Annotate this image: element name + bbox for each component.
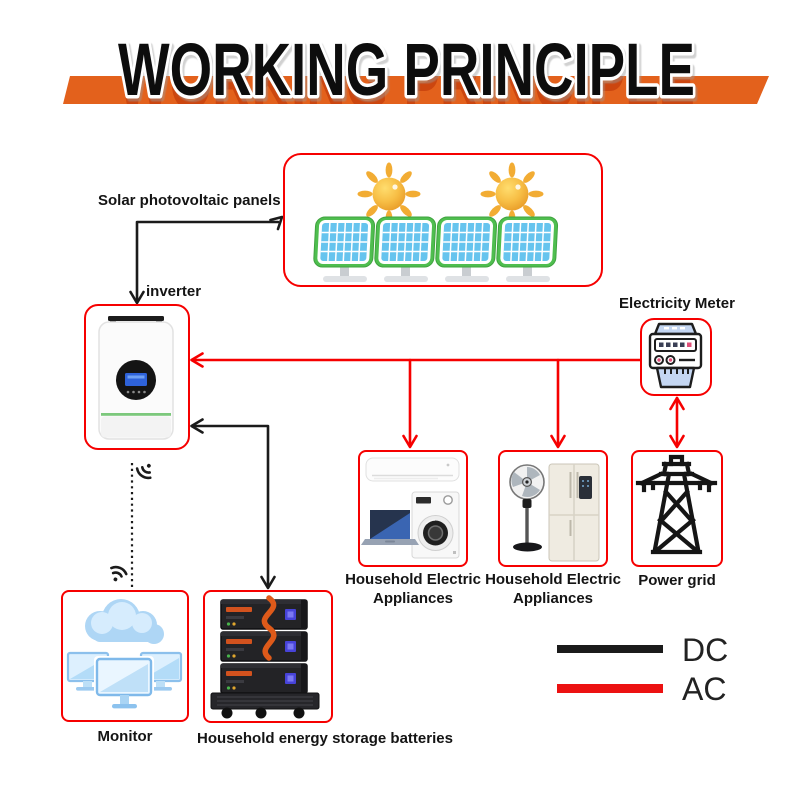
inverter-box (84, 304, 190, 450)
sun-icon (357, 162, 421, 226)
appliances-label-2: Household Electric Appliances (485, 570, 621, 608)
power-grid-tower-icon (635, 454, 718, 555)
appliances-label-1: Household Electric Appliances (345, 570, 481, 608)
washing-machine-icon (411, 491, 460, 559)
dc-line-inverter-to-battery (191, 424, 270, 587)
appliances-box-2 (498, 450, 608, 567)
battery-cable (261, 595, 277, 661)
inverter-icon (98, 316, 174, 440)
battery-label: Household energy storage batteries (197, 730, 453, 747)
appliances-illustration-1 (361, 457, 460, 559)
working-principle-banner: WORKING PRINCIPLE WORKING PRINCIPLE (63, 30, 769, 125)
solar-panels-illustration (313, 162, 559, 282)
solar-panel-icon (374, 216, 437, 282)
air-conditioner-icon (365, 457, 460, 482)
dc-wires (129, 215, 284, 590)
power-grid-label: Power grid (638, 572, 716, 589)
cloud-icon (85, 599, 164, 644)
monitor-illustration (66, 599, 183, 709)
dc-line-solar-to-inverter (135, 220, 280, 303)
arrowhead-down-inverter-top (129, 290, 145, 305)
solar-panel-icon (435, 216, 498, 282)
monitor-box (61, 590, 189, 722)
sun-icon (480, 162, 544, 226)
monitor-label: Monitor (97, 728, 153, 745)
legend-dc-line (557, 645, 663, 653)
page-title: WORKING PRINCIPLE (118, 30, 695, 111)
arrowhead-down-grid-top (669, 434, 685, 449)
appliances-label-1-line2: Appliances (372, 590, 454, 607)
arrowhead-up-meter-bottom (669, 396, 685, 411)
solar-panel-row (313, 216, 559, 282)
appliances-illustration-2 (509, 463, 600, 562)
arrowhead-down-battery-top (260, 575, 276, 590)
battery-stack-icon (210, 595, 320, 719)
pedestal-fan-icon (509, 464, 545, 552)
appliances-label-1-line1: Household Electric (345, 571, 481, 588)
battery-module (220, 663, 308, 694)
appliances-label-2-line2: Appliances (512, 590, 594, 607)
arrowhead-down-appliances-2 (550, 434, 566, 449)
wifi-icon-bottom (110, 565, 128, 582)
electricity-meter-icon (648, 322, 703, 389)
wifi-icon-top (135, 463, 152, 480)
wifi-link (110, 463, 152, 587)
refrigerator-icon (548, 463, 600, 562)
ac-wires (190, 352, 685, 449)
appliances-label-2-line1: Household Electric (485, 571, 621, 588)
banner-ribbon (63, 76, 769, 104)
page-title-shadow: WORKING PRINCIPLE (118, 42, 695, 125)
solar-panel-icon (496, 216, 559, 282)
appliances-box-1 (358, 450, 468, 567)
legend-dc-label: DC (682, 632, 729, 668)
battery-cart (210, 692, 320, 719)
power-grid-box (631, 450, 723, 567)
legend-ac-line (557, 684, 663, 693)
legend-ac-label: AC (682, 671, 727, 707)
monitor-screens-icon (66, 651, 183, 709)
arrowhead-left-inverter-right-ac (190, 352, 204, 368)
solar-panel-icon (313, 216, 376, 282)
solar-panels-label: Solar photovoltaic panels (98, 192, 281, 209)
arrowhead-ne-solar-corner (269, 215, 284, 231)
solar-panels-box (283, 153, 603, 287)
inverter-label: inverter (146, 283, 202, 300)
laptop-icon (361, 510, 419, 545)
electricity-meter-box (640, 318, 712, 396)
electricity-meter-label: Electricity Meter (619, 295, 735, 312)
arrowhead-down-appliances-1 (402, 434, 418, 449)
battery-box (203, 590, 333, 723)
battery-module (220, 599, 308, 630)
arrowhead-left-inverter-right-dc (190, 418, 204, 434)
